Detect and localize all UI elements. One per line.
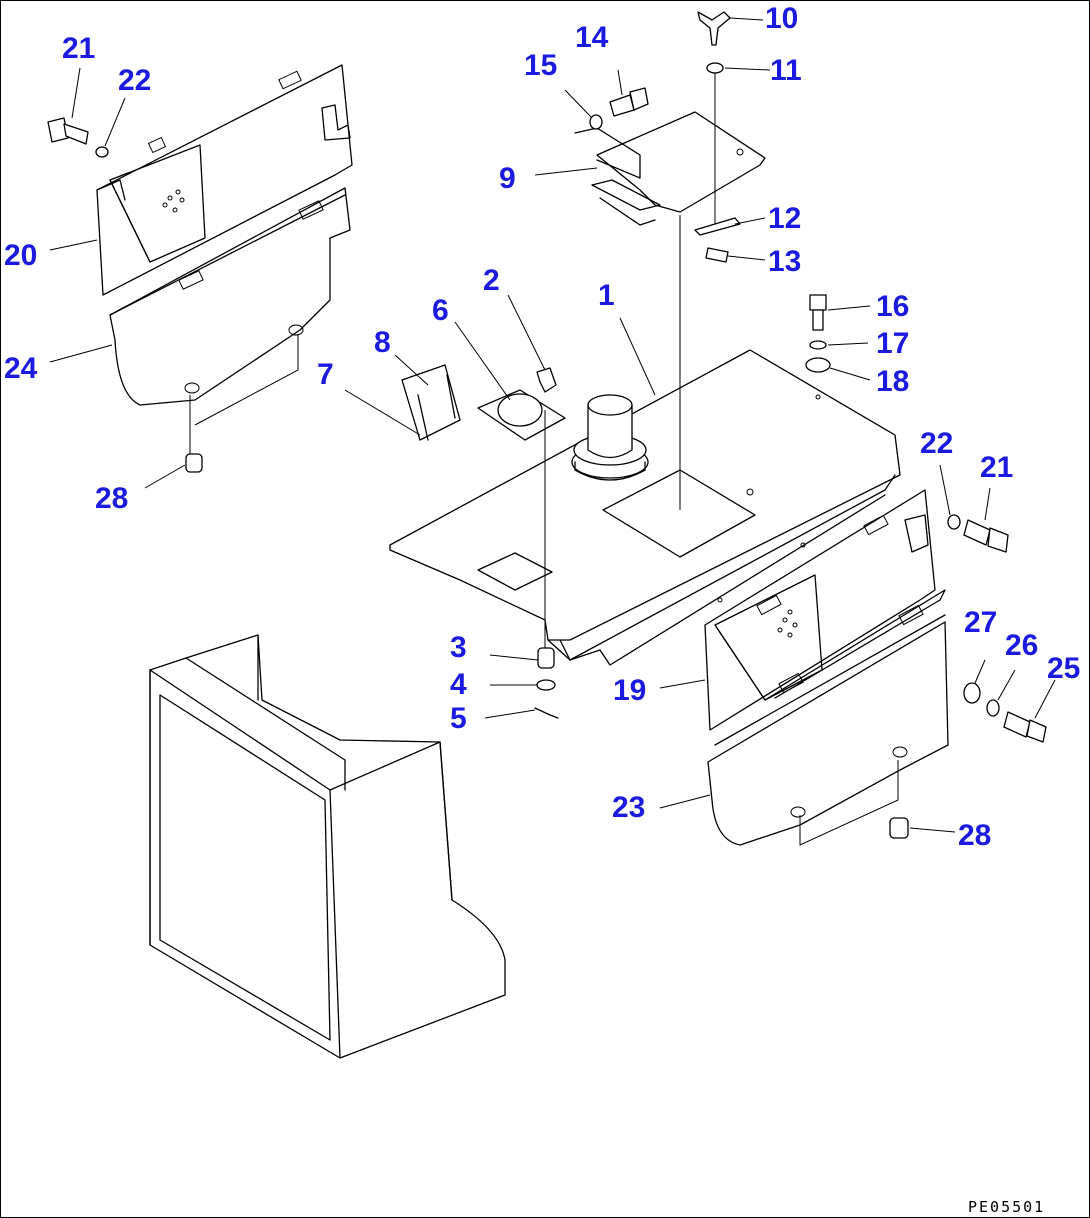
callout-10: 10	[765, 2, 798, 35]
callout-21-left: 21	[62, 32, 95, 65]
inspection-lid	[574, 111, 766, 226]
washer	[947, 514, 961, 530]
plate	[694, 217, 741, 236]
callout-24: 24	[4, 352, 38, 385]
callout-12: 12	[768, 202, 801, 235]
callout-14: 14	[575, 21, 609, 54]
bolt	[47, 117, 89, 145]
callout-2: 2	[483, 264, 500, 297]
right-side-cover	[704, 489, 946, 731]
drawing-code: PE05501	[968, 1198, 1045, 1216]
callout-3: 3	[450, 631, 467, 664]
callout-20: 20	[4, 239, 37, 272]
left-side-cover	[96, 64, 353, 296]
callout-11: 11	[770, 54, 802, 87]
callout-21-right: 21	[980, 451, 1013, 484]
callout-5: 5	[450, 702, 467, 735]
right-lower-cover	[707, 604, 949, 846]
callout-17: 17	[876, 327, 909, 360]
callout-8: 8	[374, 326, 391, 359]
callout-1: 1	[598, 279, 615, 312]
left-lower-cover	[109, 187, 351, 455]
cushion	[185, 453, 203, 473]
cushion	[889, 817, 909, 839]
callout-22-left: 22	[118, 64, 151, 97]
callout-25: 25	[1047, 652, 1080, 685]
pin	[705, 247, 729, 263]
callout-4: 4	[450, 668, 467, 701]
callout-28-left: 28	[95, 482, 128, 515]
bolt	[809, 294, 827, 331]
bolt	[609, 87, 649, 117]
washer	[809, 340, 827, 350]
callout-labels: 1 2 3 4 5 6 7 8 9 10 11 12 13 14 15 16 1…	[4, 2, 1080, 852]
hook	[534, 707, 559, 719]
callout-15: 15	[524, 49, 557, 82]
bolt	[963, 519, 1009, 553]
bracket	[401, 364, 461, 441]
callout-23: 23	[612, 791, 645, 824]
callout-6: 6	[432, 294, 449, 327]
callout-28-right: 28	[958, 819, 991, 852]
callout-7: 7	[317, 358, 334, 391]
cap	[477, 389, 566, 441]
radiator-guard	[149, 634, 506, 1059]
washer	[986, 699, 1000, 717]
clip	[536, 367, 557, 393]
cushion	[805, 357, 831, 373]
spacer	[963, 682, 981, 704]
spring	[537, 647, 555, 669]
leader-lines	[49, 17, 1056, 833]
callout-18: 18	[876, 365, 909, 398]
callout-9: 9	[499, 162, 516, 195]
callout-22-right: 22	[920, 427, 953, 460]
callout-16: 16	[876, 290, 909, 323]
bolt	[1003, 711, 1047, 743]
washer	[536, 679, 556, 691]
wing-nut	[697, 11, 731, 46]
washer	[95, 146, 109, 158]
callout-19: 19	[613, 674, 646, 707]
callout-27: 27	[964, 606, 997, 639]
washer	[706, 62, 724, 74]
callout-13: 13	[768, 245, 801, 278]
callout-26: 26	[1005, 629, 1038, 662]
top-cover	[389, 349, 901, 666]
washer	[589, 114, 603, 130]
